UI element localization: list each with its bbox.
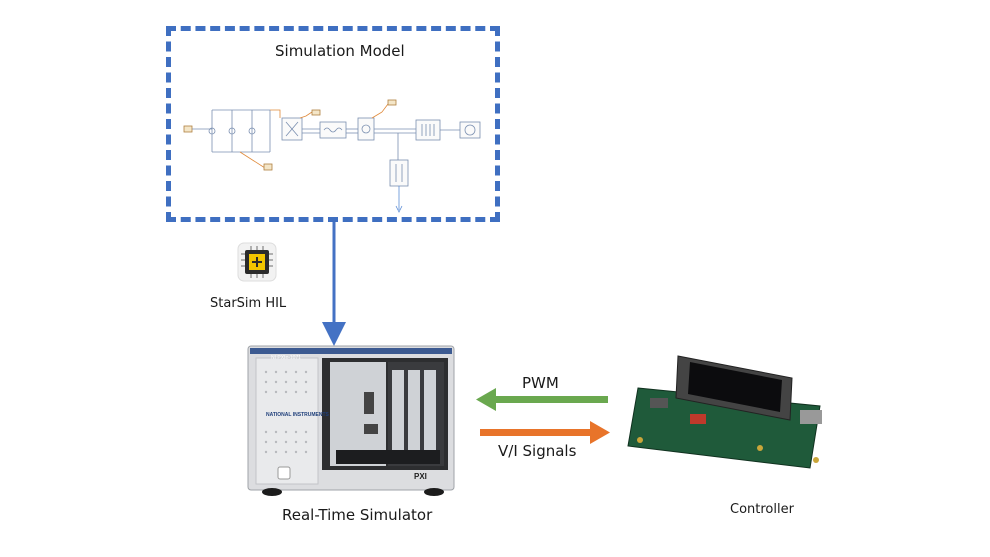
- pwm-arrow: [476, 388, 608, 411]
- chassis-model-label: NI PXIe-1071: [271, 355, 302, 361]
- starsim-label: StarSim HIL: [210, 296, 287, 311]
- pxi-label: PXI: [414, 472, 427, 481]
- controller-caption: Controller: [730, 502, 794, 517]
- controller-board: [627, 355, 822, 469]
- pxi-chassis: [247, 345, 455, 496]
- vi-signals-label: V/I Signals: [498, 442, 577, 460]
- circuit-schematic: [183, 99, 481, 213]
- pwm-label: PWM: [522, 374, 559, 392]
- starsim-chip-icon: [237, 242, 277, 282]
- vent-grid: [264, 370, 308, 454]
- ni-brand-label: NATIONAL INSTRUMENTS: [266, 412, 329, 418]
- simulation-model-title: Simulation Model: [275, 42, 405, 60]
- vi-signals-arrow: [480, 421, 610, 444]
- simulation-model-frame: [166, 26, 500, 222]
- simulator-caption: Real-Time Simulator: [282, 506, 433, 524]
